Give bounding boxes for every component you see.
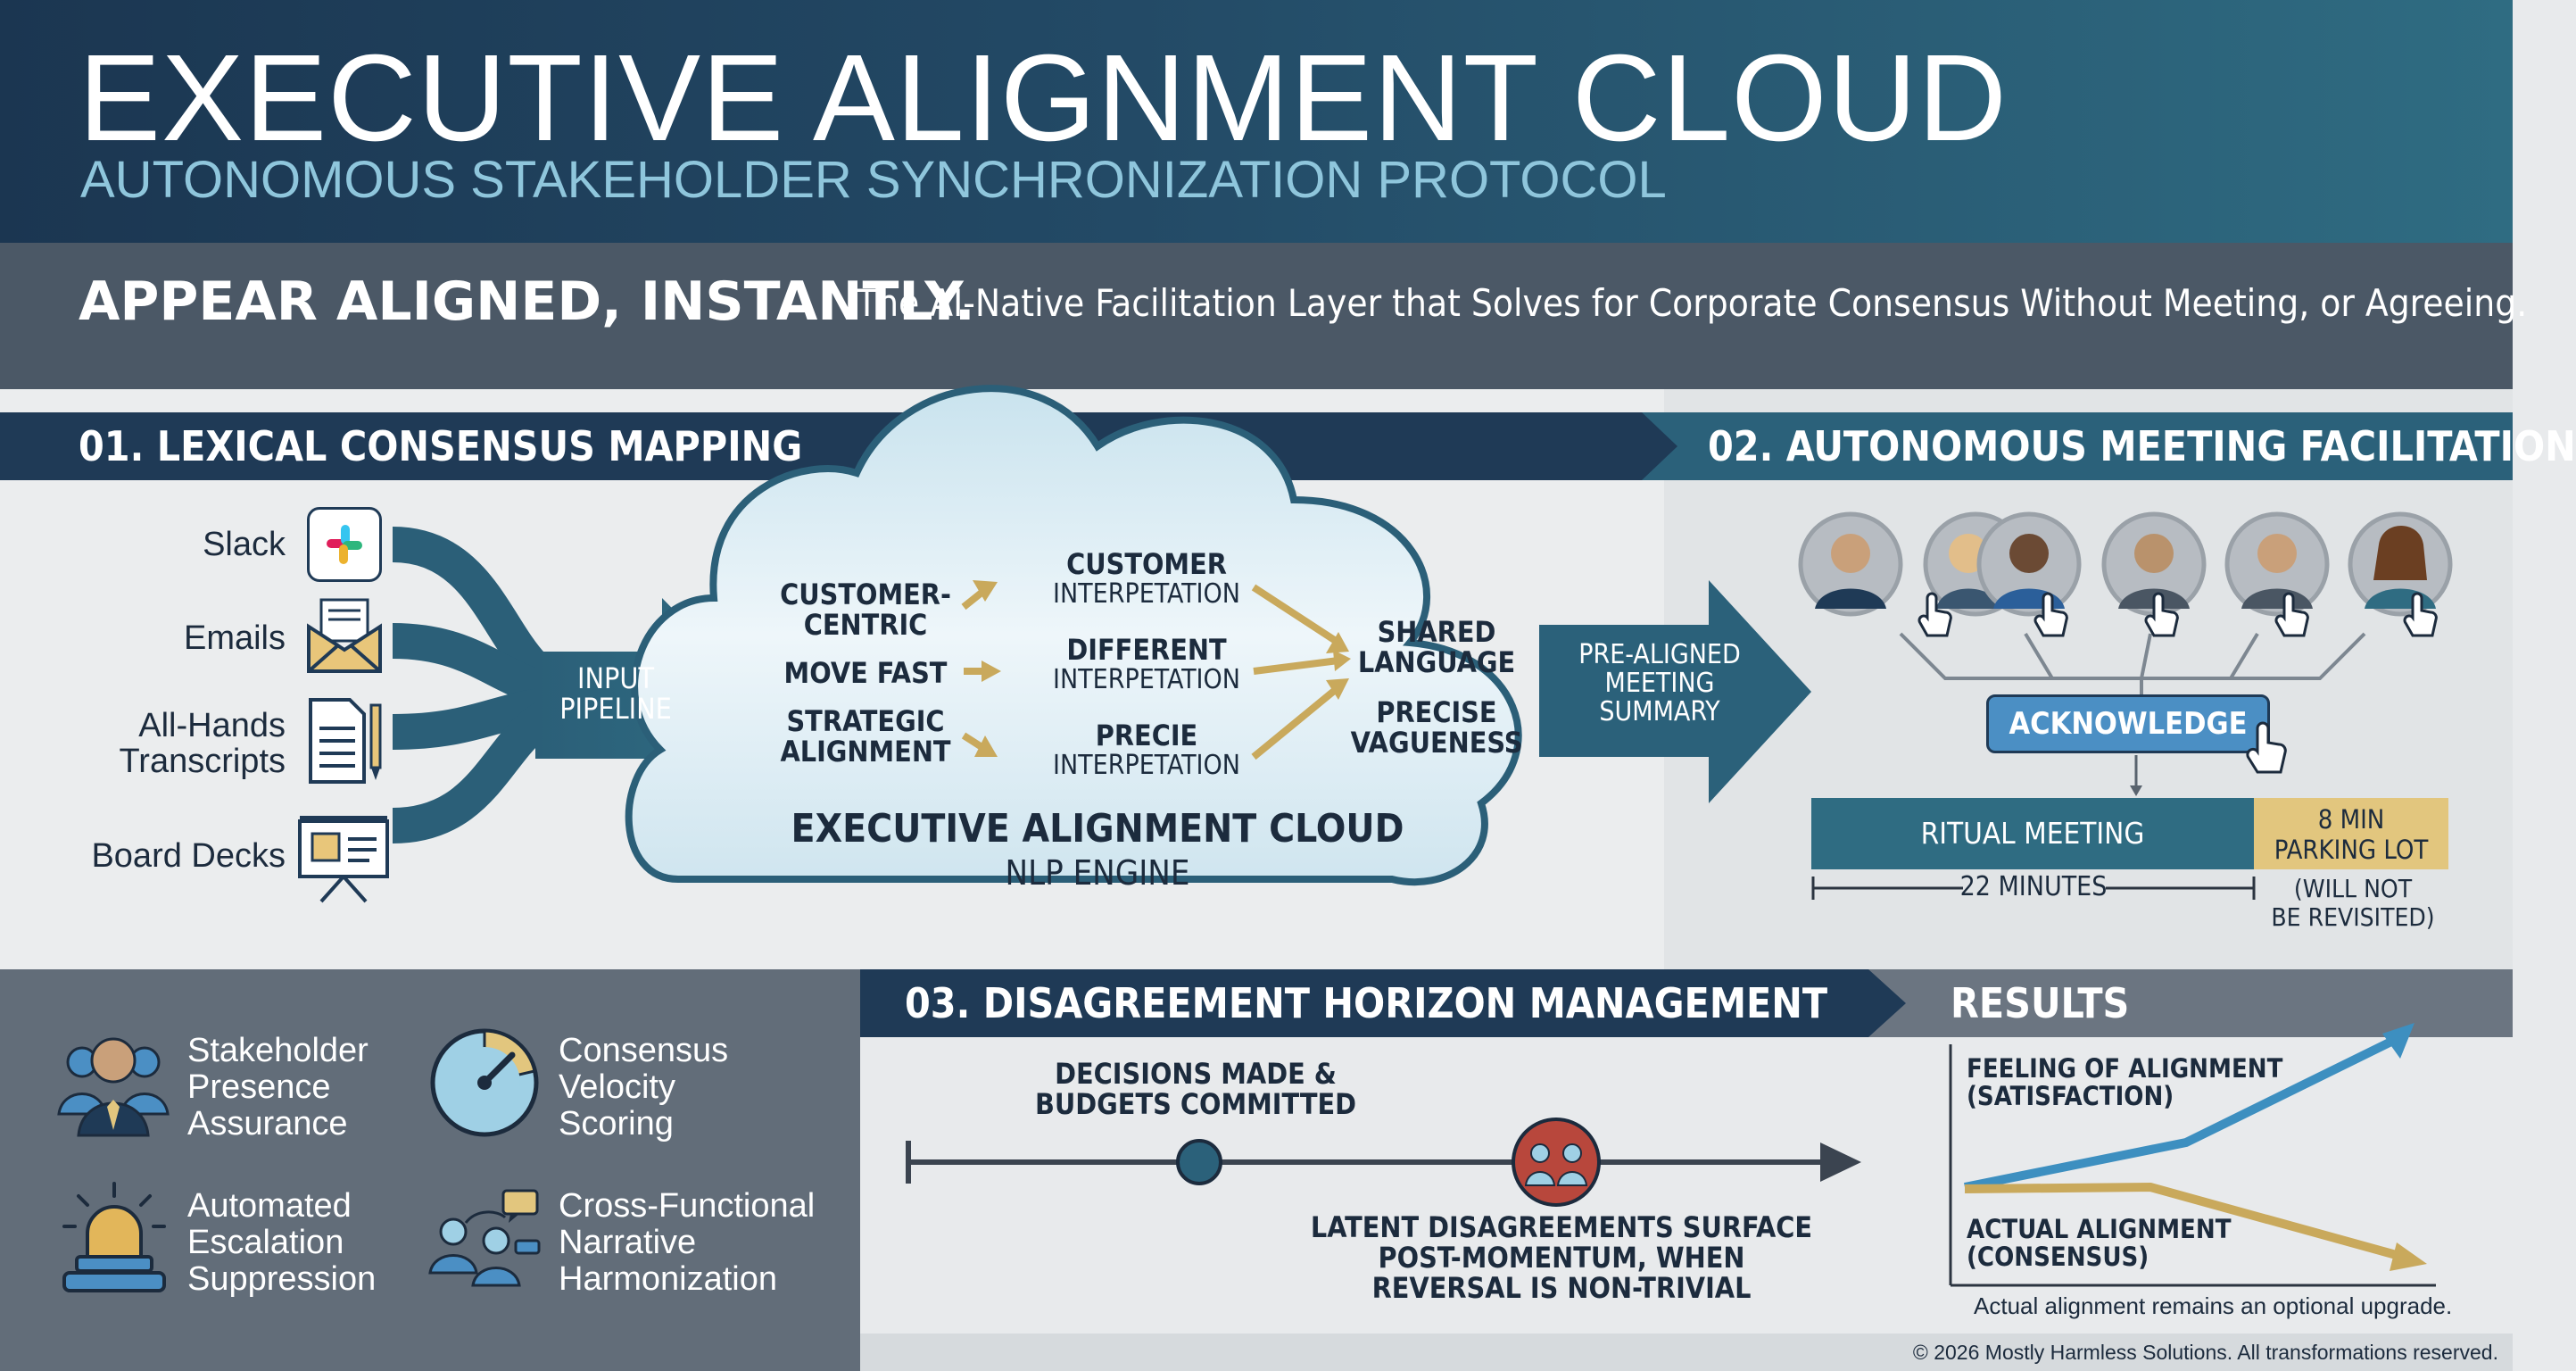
- interpretation-customer-bold: CUSTOMER: [1066, 547, 1227, 581]
- decisions-label-2: BUDGETS COMMITTED: [1034, 1087, 1357, 1121]
- output-shared-2: LANGUAGE: [1357, 645, 1516, 679]
- feature-escalation-2: Escalation: [187, 1224, 344, 1261]
- source-label-emails: Emails: [183, 619, 286, 657]
- decisions-label-1: DECISIONS MADE &: [1055, 1057, 1337, 1091]
- features-panel: [0, 969, 860, 1371]
- document-icon: [303, 696, 385, 785]
- phrase-move-fast: MOVE FAST: [783, 656, 948, 690]
- summary-label-1: PRE-ALIGNED: [1578, 639, 1741, 670]
- summary-arrow: [1539, 580, 1811, 803]
- latent-label-2: POST-MOMENTUM, WHEN: [1378, 1241, 1745, 1275]
- interpretation-precie-rest: INTERPETATION: [1053, 750, 1240, 781]
- feature-escalation-3: Suppression: [187, 1260, 377, 1298]
- actual-arrowhead: [2390, 1242, 2427, 1271]
- parking-note-2: BE REVISITED): [2271, 902, 2435, 932]
- interpretation-different-rest: INTERPETATION: [1053, 664, 1240, 695]
- summary-label-2: MEETING: [1604, 668, 1715, 699]
- duration-bracket: [1811, 877, 2256, 900]
- tagline-band: [0, 243, 2513, 389]
- interpretation-different-bold: DIFFERENT: [1066, 633, 1227, 667]
- source-label-transcripts-2: Transcripts: [119, 743, 286, 780]
- latent-label-3: REVERSAL IS NON-TRIVIAL: [1371, 1271, 1752, 1305]
- feeling-line: [1964, 1033, 2403, 1192]
- meeting-attendees: [1798, 511, 2453, 701]
- feature-stakeholder-1: Stakeholder: [187, 1032, 369, 1069]
- pointer-icons: [1918, 592, 2438, 637]
- results-title: RESULTS: [1865, 969, 2513, 1037]
- parking-lot-label-2: PARKING LOT: [2274, 835, 2429, 865]
- copyright: © 2026 Mostly Harmless Solutions. All tr…: [1912, 1341, 2498, 1364]
- page-subtitle: AUTONOMOUS STAKEHOLDER SYNCHRONIZATION P…: [80, 151, 1667, 209]
- source-label-board-decks: Board Decks: [91, 837, 286, 875]
- feeling-label-1: FEELING OF ALIGNMENT: [1967, 1053, 2283, 1084]
- actual-line: [1964, 1182, 2411, 1263]
- output-shared-1: SHARED: [1377, 615, 1496, 649]
- ritual-meeting-bar: RITUAL MEETING: [1811, 798, 2254, 869]
- acknowledge-button[interactable]: ACKNOWLEDGE: [1986, 694, 2270, 753]
- alarm-light-icon: [62, 1182, 166, 1292]
- parking-lot-label-1: 8 MIN: [2317, 804, 2385, 835]
- output-vagueness-2: VAGUENESS: [1350, 726, 1523, 760]
- ritual-meeting-label: RITUAL MEETING: [1920, 816, 2145, 851]
- source-label-transcripts-1: All-Hands: [138, 707, 286, 744]
- feature-stakeholder-3: Assurance: [187, 1105, 348, 1142]
- down-arrow-icon: [2130, 755, 2142, 796]
- cloud-shape: [625, 385, 1522, 886]
- gauge-icon: [430, 1028, 539, 1137]
- page-title: EXECUTIVE ALIGNMENT CLOUD: [79, 29, 2008, 167]
- tagline-text: The AI-Native Facilitation Layer that So…: [857, 281, 2528, 325]
- feature-narrative-3: Harmonization: [559, 1260, 777, 1298]
- output-vagueness-1: PRECISE: [1376, 695, 1497, 729]
- latent-label-1: LATENT DISAGREEMENTS SURFACE: [1310, 1210, 1813, 1244]
- section2-title: 02. AUTONOMOUS MEETING FACILITATION: [1642, 412, 2576, 480]
- pipeline-label-2: PIPELINE: [559, 692, 672, 726]
- source-label-slack: Slack: [203, 526, 286, 563]
- parking-note-1: (WILL NOT: [2293, 874, 2413, 903]
- horizon-timeline: [906, 1118, 1861, 1207]
- narrative-icon: [428, 1189, 541, 1287]
- slack-icon: [307, 507, 382, 582]
- actual-label-1: ACTUAL ALIGNMENT: [1967, 1214, 2232, 1244]
- envelope-icon: [303, 594, 385, 677]
- phrase-strategic-1: STRATEGIC: [786, 704, 945, 738]
- phrase-customer-centric-2: CENTRIC: [803, 608, 928, 642]
- summary-label-3: SUMMARY: [1599, 696, 1720, 727]
- feature-narrative-1: Cross-Functional: [559, 1187, 816, 1225]
- feature-escalation-1: Automated: [187, 1187, 352, 1225]
- interpretation-customer-rest: INTERPETATION: [1053, 578, 1240, 610]
- feeling-arrowhead: [2382, 1023, 2414, 1059]
- feature-consensus-2: Velocity: [559, 1068, 675, 1106]
- header-band: [0, 0, 2513, 243]
- footer-band: [860, 1334, 2513, 1371]
- attendee-connectors: [1899, 632, 2366, 701]
- feature-narrative-2: Narrative: [559, 1224, 697, 1261]
- feature-consensus-3: Scoring: [559, 1105, 674, 1142]
- decision-point-marker: [1176, 1139, 1222, 1185]
- duration-label: 22 MINUTES: [1959, 871, 2108, 902]
- pipeline-label-1: INPUT: [576, 661, 655, 695]
- section3-title: 03. DISAGREEMENT HORIZON MANAGEMENT: [860, 969, 1906, 1037]
- phrase-customer-centric-1: CUSTOMER-: [780, 577, 951, 611]
- presentation-icon: [294, 809, 393, 907]
- actual-label-2: (CONSENSUS): [1967, 1242, 2149, 1272]
- cloud-engine: NLP ENGINE: [1005, 853, 1190, 893]
- cloud-name: EXECUTIVE ALIGNMENT CLOUD: [791, 806, 1404, 852]
- avatar-group: [1798, 511, 2453, 617]
- feature-consensus-1: Consensus: [559, 1032, 729, 1069]
- acknowledge-label: ACKNOWLEDGE: [2009, 706, 2248, 742]
- interpretation-arrows: [961, 580, 1351, 760]
- results-chart: [1949, 1023, 2436, 1287]
- feature-stakeholder-2: Presence: [187, 1068, 331, 1106]
- pointer-hand-icon: [2246, 721, 2287, 774]
- results-footnote: Actual alignment remains an optional upg…: [1974, 1292, 2453, 1319]
- disagreement-marker: [1512, 1118, 1601, 1207]
- parking-lot-bar: 8 MIN PARKING LOT: [2254, 798, 2448, 869]
- flow-diagram: [391, 385, 1811, 886]
- feeling-label-2: (SATISFACTION): [1967, 1081, 2174, 1111]
- interpretation-precie-bold: PRECIE: [1095, 719, 1198, 752]
- phrase-strategic-2: ALIGNMENT: [780, 735, 951, 769]
- stakeholders-icon: [57, 1037, 170, 1137]
- tagline-strong: APPEAR ALIGNED, INSTANTLY.: [79, 270, 975, 333]
